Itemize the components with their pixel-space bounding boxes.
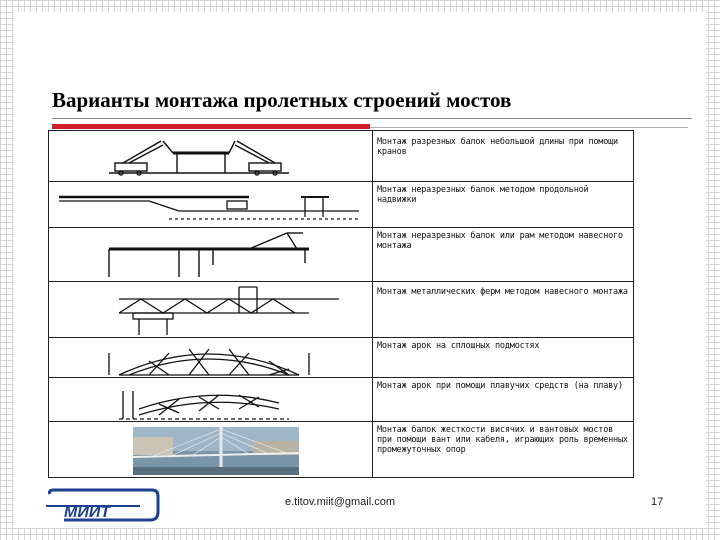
- row-separator: [49, 227, 633, 228]
- row-separator: [49, 377, 633, 378]
- arch-falsework-icon: [108, 348, 310, 376]
- truss-cantilever-icon: [118, 286, 339, 335]
- method-description: Монтаж разрезных балок небольшой длины п…: [377, 137, 618, 157]
- longitudinal-launching-icon: [59, 195, 359, 220]
- method-description: Монтаж арок при помощи плавучих средств …: [377, 381, 623, 391]
- row-separator: [49, 421, 633, 422]
- page-number: 17: [651, 496, 664, 508]
- method-description: Монтаж неразрезных балок или рам методом…: [377, 231, 623, 251]
- arch-floating-icon: [119, 391, 289, 420]
- thin-rule: [370, 127, 688, 128]
- footer-email[interactable]: e.titov.miit@gmail.com: [285, 496, 395, 508]
- method-description: Монтаж металлических ферм методом навесн…: [377, 287, 628, 297]
- row-separator: [49, 281, 633, 282]
- slide-title: Варианты монтажа пролетных строений мост…: [52, 88, 512, 112]
- accent-rule: [52, 124, 370, 129]
- cable-stayed-bridge-photo-icon: [133, 427, 299, 475]
- column-divider: [372, 131, 373, 477]
- cantilever-girder-icon: [108, 232, 309, 277]
- row-separator: [49, 181, 633, 182]
- method-description: Монтаж неразрезных балок методом продоль…: [377, 185, 589, 205]
- methods-table: Монтаж разрезных балок небольшой длины п…: [48, 130, 634, 478]
- row-separator: [49, 337, 633, 338]
- method-description: Монтаж арок на сплошных подмостях: [377, 341, 540, 351]
- miit-logo: МИИТ: [46, 488, 160, 522]
- title-rule: [52, 118, 692, 119]
- logo-text: МИИТ: [64, 504, 111, 521]
- crane-beam-erection-icon: [109, 140, 289, 176]
- method-description: Монтаж балок жесткости висячих и вантовы…: [377, 425, 628, 455]
